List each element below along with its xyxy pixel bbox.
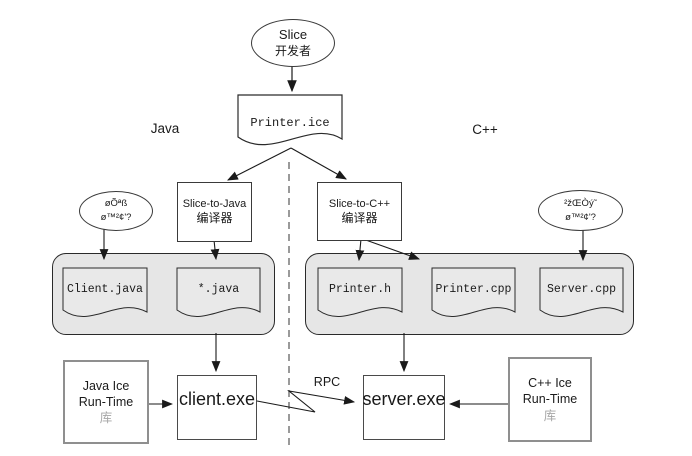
java-runtime-line1: Java Ice: [82, 378, 130, 393]
rpc-zigzag-connector: [256, 390, 356, 413]
arrow-ice-to-java-compiler: [227, 147, 292, 181]
slice-to-cpp-cjk-label: 编译器: [341, 210, 378, 225]
java-note-ellipse: øÕªß ø™²¢'?: [79, 191, 153, 231]
server-cpp-label: Server.cpp: [546, 283, 616, 296]
star-java-label: *.java: [197, 283, 240, 296]
slice-developer-ellipse: Slice 开发者: [251, 19, 335, 67]
arrow-cpp-compiler-to-printer-h: [355, 238, 365, 262]
arrow-cpp-compiler-to-printer-cpp: [362, 238, 421, 260]
printer-ice-label: Printer.ice: [250, 116, 330, 130]
slice-to-java-label: Slice-to-Java: [182, 198, 247, 211]
slice-to-java-compiler-box: Slice-to-Java 编译器: [177, 182, 252, 242]
client-exe-label: client.exe: [178, 389, 256, 409]
star-java-document-shape: [176, 267, 261, 317]
client-exe-box: client.exe: [177, 375, 257, 440]
printer-ice-document-shape: [237, 94, 343, 146]
slice-developer-line1: Slice: [278, 26, 308, 42]
cpp-runtime-line2: Run-Time: [522, 392, 578, 407]
java-note-line2: ø™²¢'?: [100, 212, 132, 223]
server-cpp-document-shape: [539, 267, 624, 317]
cpp-note-ellipse: ²žŒÒý˜ ø™²¢'?: [538, 190, 623, 231]
slice-to-cpp-compiler-box: Slice-to-C++ 编译器: [317, 182, 402, 241]
client-java-document-shape: [62, 267, 148, 317]
slice-developer-line2: 开发者: [274, 43, 311, 58]
printer-h-document-shape: [317, 267, 403, 317]
rpc-label: RPC: [313, 375, 341, 389]
arrow-java-compiler-to-star-java: [210, 239, 220, 261]
server-exe-box: server.exe: [362, 375, 446, 440]
cpp-section-label: C++: [472, 122, 498, 137]
client-java-label: Client.java: [67, 283, 143, 296]
cpp-runtime-box: C++ Ice Run-Time 库: [508, 357, 592, 442]
java-runtime-line3: 库: [99, 410, 113, 426]
java-section-label: Java: [150, 121, 180, 136]
slice-to-cpp-label: Slice-to-C++: [328, 197, 391, 210]
cpp-runtime-line1: C++ Ice: [528, 376, 572, 391]
server-exe-label: server.exe: [362, 389, 446, 409]
printer-cpp-label: Printer.cpp: [435, 283, 512, 296]
cpp-runtime-line3: 库: [543, 407, 557, 423]
java-note-line1: øÕªß: [104, 198, 128, 210]
printer-h-label: Printer.h: [328, 283, 392, 296]
cpp-note-line2: ø™²¢'?: [565, 211, 596, 223]
java-runtime-box: Java Ice Run-Time 库: [63, 360, 149, 444]
java-runtime-line2: Run-Time: [78, 394, 134, 409]
cpp-note-line1: ²žŒÒý˜: [564, 197, 597, 209]
printer-cpp-document-shape: [431, 267, 516, 317]
arrow-ice-to-cpp-compiler: [290, 147, 347, 180]
slice-to-java-cjk-label: 编译器: [196, 211, 233, 226]
